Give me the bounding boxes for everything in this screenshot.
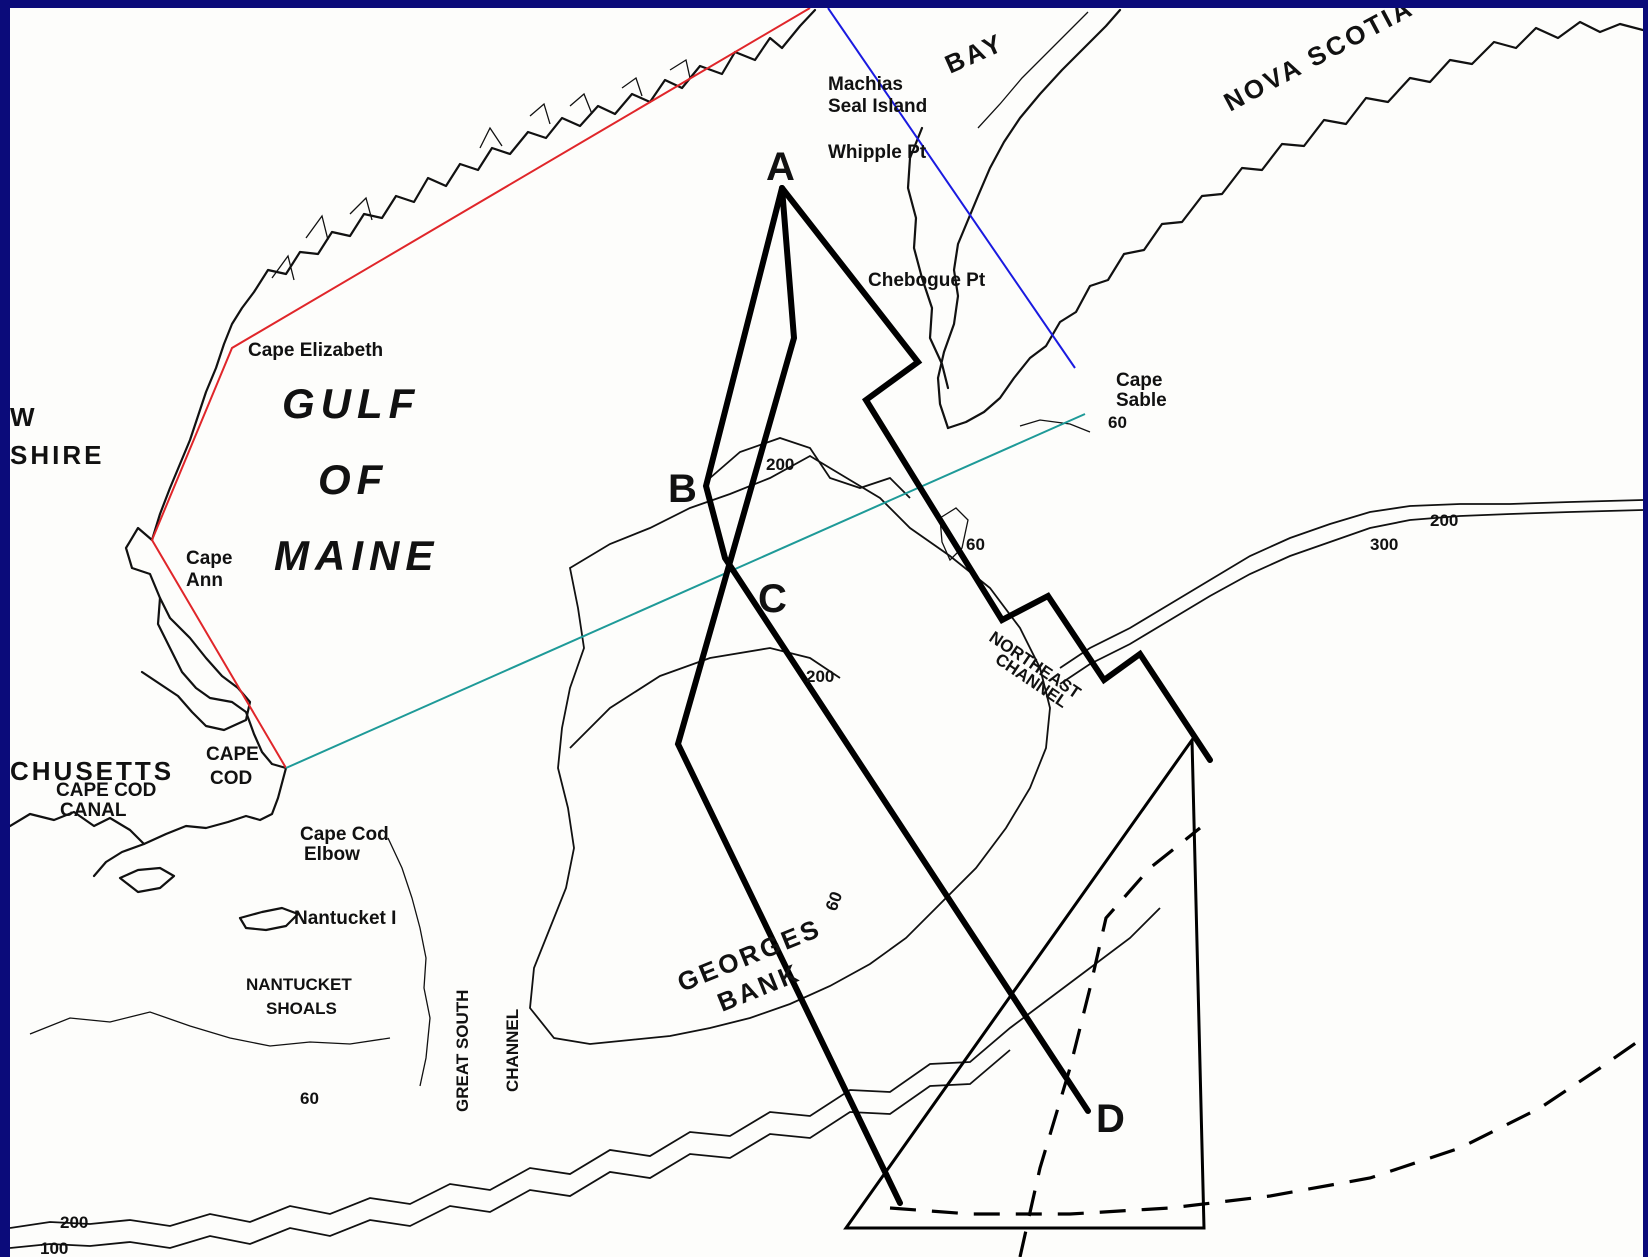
cape-cod-label-1: CAPE (206, 744, 259, 765)
sea-labels: GULF OF MAINE BAY NOVA SCOTIA W SHIRE CH… (10, 8, 1419, 786)
channel-label: CHANNEL (503, 1009, 522, 1092)
depth-label-300: 300 (1370, 535, 1398, 554)
southern-shelf-200 (10, 907, 1161, 1229)
point-label-c: C (758, 577, 787, 621)
elbow-label-1: Cape Cod (300, 824, 389, 845)
massachusetts-label: CHUSETTS (10, 756, 174, 786)
nova-scotia-coastline (946, 20, 1643, 430)
cape-ann-label-2: Ann (186, 570, 223, 591)
depth-label-60-c: 60 (822, 889, 846, 913)
point-label-d: D (1096, 1097, 1125, 1141)
nautical-chart: A B C D GULF OF MAINE BAY NOVA SCOTIA W … (10, 8, 1643, 1257)
depth-label-200-b: 200 (806, 667, 834, 686)
depth-contours (10, 419, 1643, 1249)
blue-baseline (827, 8, 1076, 369)
fundy-inner-line (977, 11, 1089, 129)
gulf-label-2: OF (318, 456, 388, 503)
gulf-label-1: GULF (282, 380, 420, 427)
massachusetts-coastline (124, 526, 288, 770)
machias-label-1: Machias (828, 74, 903, 95)
new-hampshire-label-a: W (10, 402, 38, 432)
red-baseline (150, 8, 811, 769)
route-a-c-sw (674, 185, 903, 1206)
nantucket-label: Nantucket I (294, 908, 396, 929)
cape-cod-label-2: COD (210, 768, 252, 789)
depth-label-60-b: 60 (966, 535, 985, 554)
bold-routes (674, 185, 1213, 1206)
depth-label-100: 100 (40, 1239, 68, 1257)
depth-label-60-d: 60 (300, 1089, 319, 1108)
dashed-boundary-outer (889, 1036, 1643, 1216)
depth-labels: 200 200 200 200 300 60 60 60 60 100 (40, 413, 1458, 1257)
teal-closing-line (285, 413, 1086, 769)
great-south-channel-shoal (387, 837, 431, 1087)
bay-of-fundy-shore (936, 8, 1122, 430)
elbow-label-2: Elbow (304, 844, 360, 865)
depth-label-200-c: 200 (1430, 511, 1458, 530)
nova-scotia-peninsula (906, 126, 950, 390)
shelf-edge-upper (1059, 499, 1643, 669)
machias-label-2: Seal Island (828, 96, 927, 117)
depth-label-200-a: 200 (766, 455, 794, 474)
marthas-vineyard (118, 866, 176, 894)
cape-ann-label-1: Cape (186, 548, 232, 569)
point-labels: A B C D (668, 145, 1125, 1141)
dashed-boundary-inner (1018, 826, 1201, 1257)
cape-cod-outline (92, 766, 288, 878)
canal-label-1: CAPE COD (56, 780, 156, 801)
point-label-a: A (766, 145, 795, 189)
whipple-label: Whipple Pt (828, 142, 927, 163)
gulf-label-3: MAINE (274, 532, 439, 579)
new-hampshire-label-b: SHIRE (10, 440, 104, 470)
shoals-label-1: NANTUCKET (246, 975, 352, 994)
200-contour-inner (709, 437, 911, 499)
cape-sable-60 (1019, 419, 1091, 433)
200-contour-gulf (569, 647, 841, 749)
cape-elizabeth-label: Cape Elizabeth (248, 340, 383, 361)
survey-area (843, 735, 1643, 1257)
cape-cod-bay-inner (140, 596, 252, 732)
place-labels: Cape Elizabeth Cape Ann CAPE COD CAPE CO… (56, 74, 1167, 1112)
coastlines (10, 8, 1643, 1087)
map-panel: A B C D GULF OF MAINE BAY NOVA SCOTIA W … (10, 8, 1643, 1257)
great-south-label: GREAT SOUTH (453, 990, 472, 1112)
point-label-b: B (668, 467, 697, 511)
boundary-lines (150, 8, 1086, 769)
south-shore (10, 810, 146, 846)
southern-shelf-100 (10, 1049, 1011, 1249)
route-a-b-d (702, 185, 1091, 1114)
depth-label-60-a: 60 (1108, 413, 1127, 432)
survey-triangle (843, 735, 1206, 1230)
route-a-northeast (779, 185, 1213, 763)
canal-label-2: CANAL (60, 800, 127, 821)
chebogue-label: Chebogue Pt (868, 270, 986, 291)
cape-sable-label-1: Cape (1116, 370, 1162, 391)
shelf-edge-lower (1059, 509, 1643, 685)
nantucket-island (238, 906, 300, 932)
cape-sable-label-2: Sable (1116, 390, 1167, 411)
shoals-label-2: SHOALS (266, 999, 337, 1018)
maine-islands (271, 58, 691, 281)
small-60-shoal (939, 507, 969, 562)
georges-bank-60-contour (529, 454, 1051, 1045)
depth-label-200-d: 200 (60, 1213, 88, 1232)
bay-label: BAY (940, 27, 1008, 79)
nantucket-60-contour (29, 1011, 391, 1047)
